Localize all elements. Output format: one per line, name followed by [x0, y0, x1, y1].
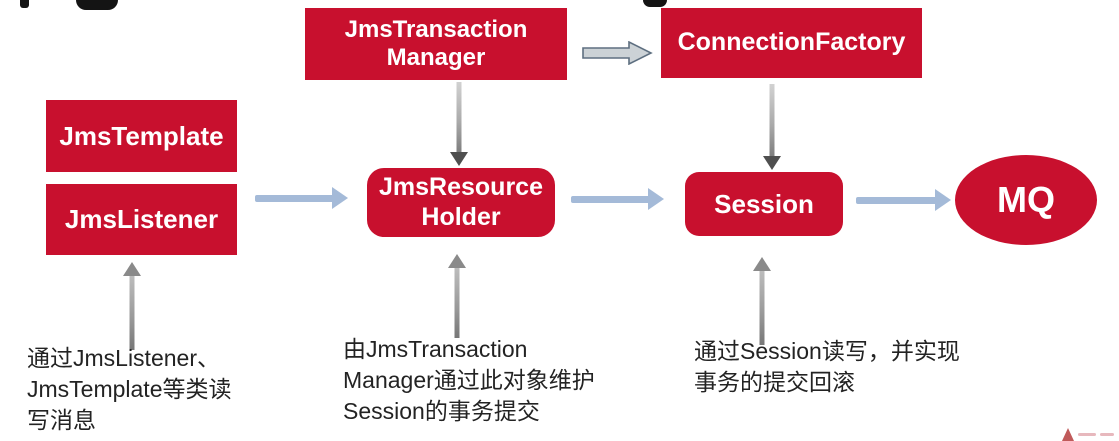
node-label: JmsResource — [379, 173, 543, 201]
arrow-shaft — [456, 82, 462, 153]
node-connection-factory: ConnectionFactory — [661, 8, 922, 78]
cropped-title-fragment — [20, 0, 29, 8]
node-jms-transaction-manager: JmsTransaction Manager — [305, 8, 567, 80]
arrow-shaft — [129, 275, 135, 350]
watermark-stroke — [1078, 433, 1096, 436]
annotation-line: 通过JmsListener、 — [27, 345, 220, 371]
arrow-down-icon — [762, 84, 782, 170]
annotation-line: 通过Session读写，并实现 — [694, 338, 960, 364]
annotation-line: Manager通过此对象维护 — [343, 367, 595, 393]
node-label: Manager — [386, 44, 486, 71]
arrow-shaft — [769, 84, 775, 157]
arrow-shaft — [759, 270, 765, 345]
node-label: JmsTransaction — [344, 15, 528, 43]
annotation-line: 由JmsTransaction — [343, 336, 528, 362]
node-label: JmsTemplate — [59, 120, 224, 151]
annotation-line: Session的事务提交 — [343, 398, 540, 424]
annotation-line: 事务的提交回滚 — [694, 369, 855, 395]
arrow-shaft — [255, 195, 334, 202]
annotation-session-note: 通过Session读写，并实现 事务的提交回滚 — [694, 336, 960, 398]
arrow-up-icon — [122, 262, 142, 350]
cropped-title-fragment — [76, 0, 118, 10]
arrow-head — [450, 152, 468, 166]
arrow-head — [648, 188, 664, 210]
arrow-shaft — [571, 196, 650, 203]
arrow-up-icon — [447, 254, 467, 338]
annotation-line: JmsTemplate等类读 — [27, 376, 232, 402]
annotation-jms-listener-note: 通过JmsListener、 JmsTemplate等类读 写消息 — [27, 343, 231, 436]
node-session: Session — [685, 172, 843, 236]
arrow-right-icon — [255, 187, 348, 209]
cropped-title-fragment — [643, 0, 667, 7]
arrow-head — [935, 189, 951, 211]
node-jms-resource-holder: JmsResource Holder — [367, 168, 555, 237]
arrow-head — [763, 156, 781, 170]
watermark-fragment — [1058, 427, 1119, 441]
annotation-resource-holder-note: 由JmsTransaction Manager通过此对象维护 Session的事… — [343, 334, 595, 427]
arrow-head — [123, 262, 141, 276]
node-label: Holder — [421, 202, 501, 231]
watermark-stroke — [1100, 433, 1114, 436]
watermark-triangle — [1062, 428, 1074, 441]
arrow-shaft — [454, 267, 460, 338]
node-jms-template: JmsTemplate — [46, 100, 237, 172]
node-jms-listener: JmsListener — [46, 184, 237, 255]
node-label: Session — [714, 188, 814, 219]
arrow-head — [448, 254, 466, 268]
arrow-right-icon — [856, 189, 951, 211]
node-mq: MQ — [955, 155, 1097, 245]
arrow-up-icon — [752, 257, 772, 345]
node-label: ConnectionFactory — [677, 28, 906, 57]
arrow-shaft — [856, 197, 937, 204]
arrow-head — [332, 187, 348, 209]
node-label: JmsListener — [64, 204, 219, 235]
node-label: MQ — [997, 178, 1055, 220]
arrow-head — [753, 257, 771, 271]
arrow-down-icon — [449, 82, 469, 166]
arrow-right-icon — [582, 41, 653, 65]
arrow-right-icon — [571, 188, 664, 210]
annotation-line: 写消息 — [27, 407, 96, 433]
